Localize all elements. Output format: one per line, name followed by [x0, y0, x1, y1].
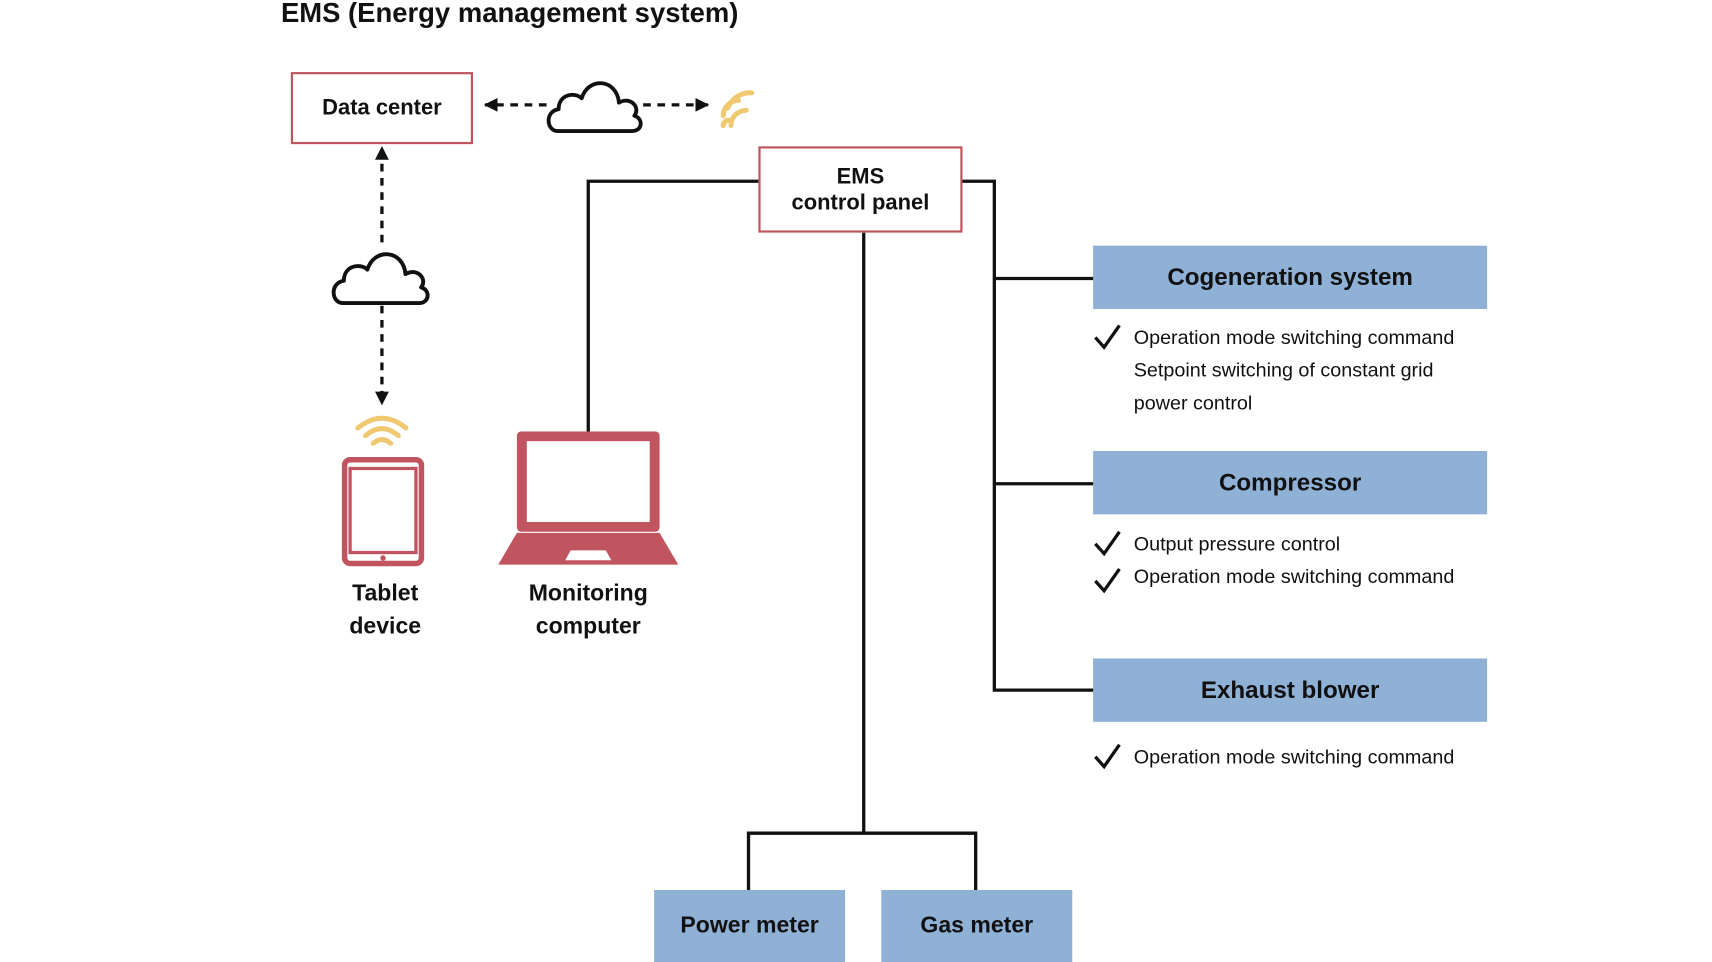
exhaust-blower-check-list: Operation mode switching command [1093, 740, 1454, 773]
tablet-label-line1: Tablet [352, 580, 419, 607]
checkmark-icon [1094, 324, 1121, 350]
monitor-label-line2: computer [535, 613, 641, 639]
checkmark-icon [1094, 743, 1121, 770]
tablet-device-label: Tablet device [325, 578, 446, 644]
wifi-icon [355, 415, 409, 446]
line-monitor-to-panel [586, 179, 760, 433]
check-text: Operation mode switching command [1133, 745, 1455, 768]
check-row: Output pressure control [1093, 527, 1454, 560]
check-text: Setpoint switching of constant grid [1133, 359, 1434, 382]
compressor-box: Compressor [1093, 450, 1488, 515]
check-text: power control [1133, 392, 1253, 414]
checkmark-icon [1094, 530, 1121, 557]
wifi-icon [720, 90, 755, 129]
power-meter-box: Power meter [654, 889, 846, 962]
check-text: Operation mode switching command [1133, 565, 1455, 588]
line-meters [746, 831, 978, 890]
checkmark-icon [1094, 567, 1121, 594]
monitoring-computer-label: Monitoring computer [500, 578, 676, 644]
check-row: power control [1093, 387, 1454, 420]
cogeneration-check-list: Operation mode switching command Setpoin… [1093, 321, 1454, 419]
check-row: Operation mode switching command [1093, 321, 1454, 354]
exhaust-blower-label: Exhaust blower [1200, 675, 1380, 704]
compressor-check-list: Output pressure control Operation mode s… [1093, 527, 1455, 594]
line-panel-right [961, 179, 1095, 692]
ems-control-panel-box: EMS control panel [758, 146, 963, 233]
exhaust-blower-box: Exhaust blower [1093, 658, 1488, 722]
ems-panel-label-line2: control panel [791, 190, 930, 215]
laptop-icon [498, 431, 679, 565]
check-row: Operation mode switching command [1093, 560, 1455, 594]
ems-panel-label-line1: EMS [836, 164, 885, 189]
cloud-icon [331, 252, 430, 306]
gas-meter-label: Gas meter [920, 913, 1034, 939]
tablet-label-line2: device [349, 613, 422, 639]
check-row: Setpoint switching of constant grid [1093, 354, 1454, 387]
cloud-icon [546, 81, 643, 133]
check-text: Operation mode switching command [1133, 326, 1455, 349]
data-center-box: Data center [290, 72, 474, 145]
data-center-label: Data center [322, 96, 442, 121]
check-row: Operation mode switching command [1093, 740, 1454, 773]
cogeneration-label: Cogeneration system [1167, 262, 1413, 291]
monitor-label-line1: Monitoring [528, 580, 648, 607]
compressor-label: Compressor [1218, 468, 1362, 496]
check-text: Output pressure control [1133, 532, 1341, 555]
tablet-icon [341, 457, 425, 567]
gas-meter-box: Gas meter [881, 889, 1073, 962]
power-meter-label: Power meter [680, 913, 819, 939]
page-title: EMS (Energy management system) [280, 0, 739, 29]
cogeneration-system-box: Cogeneration system [1093, 245, 1488, 310]
